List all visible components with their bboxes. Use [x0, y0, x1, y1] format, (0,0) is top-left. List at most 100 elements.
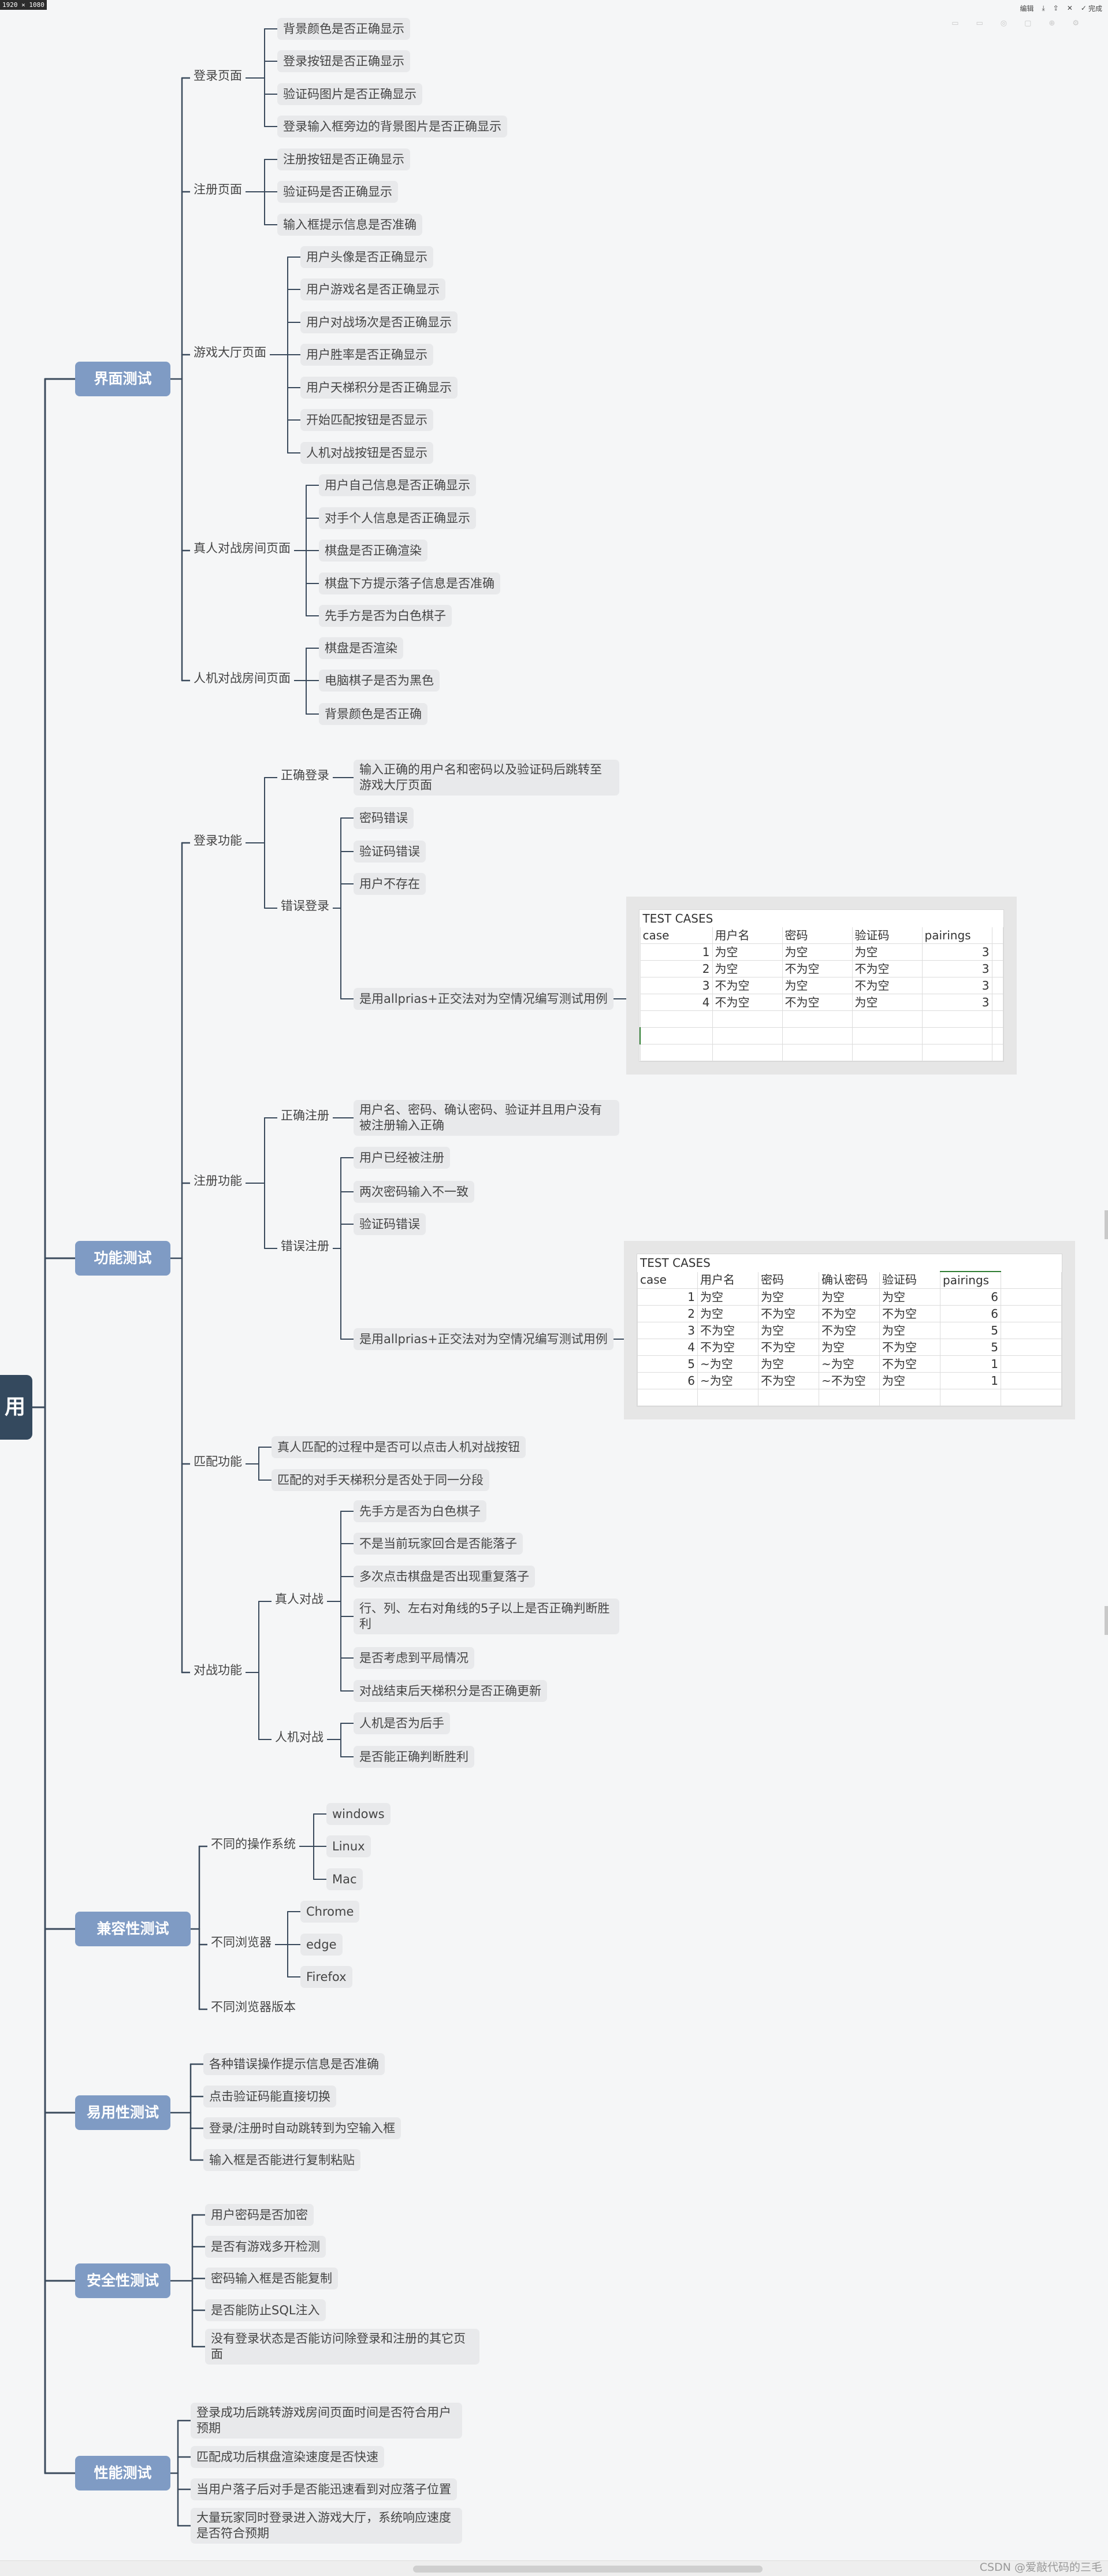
leaf-node[interactable]: 两次密码输入不一致	[354, 1181, 474, 1203]
check-icon: ✓	[1080, 4, 1087, 12]
leaf-node[interactable]: 背景颜色是否正确显示	[277, 18, 410, 40]
register-table-cell: ~为空	[819, 1355, 880, 1373]
leaf-node[interactable]: 当用户落子后对手是否能迅速看到对应落子位置	[191, 2478, 457, 2500]
leaf-node[interactable]: 用户自己信息是否正确显示	[319, 474, 476, 496]
subtopic-node[interactable]: 登录页面	[190, 67, 246, 84]
leaf-node[interactable]: 是否能防止SQL注入	[205, 2299, 326, 2321]
leaf-node[interactable]: 背景颜色是否正确	[319, 703, 427, 725]
leaf-node[interactable]: 密码输入框是否能复制	[205, 2268, 338, 2289]
leaf-node[interactable]: 真人匹配的过程中是否可以点击人机对战按钮	[272, 1436, 526, 1458]
login-empty-row	[639, 1044, 1003, 1061]
leaf-node[interactable]: 人机对战按钮是否显示	[300, 442, 433, 464]
group-node[interactable]: 正确登录	[277, 767, 333, 784]
leaf-node[interactable]: 验证码错误	[354, 841, 426, 863]
subtopic-node[interactable]: 注册页面	[190, 181, 246, 198]
leaf-node[interactable]: 用户对战场次是否正确显示	[300, 311, 458, 333]
leaf-node[interactable]: Chrome	[300, 1901, 360, 1923]
leaf-node[interactable]: 棋盘是否正确渲染	[319, 540, 427, 562]
leaf-node[interactable]: 用户不存在	[354, 873, 426, 895]
leaf-node[interactable]: 匹配的对手天梯积分是否处于同一分段	[272, 1469, 489, 1491]
register-table-cell: 为空	[879, 1372, 940, 1389]
subtopic-node[interactable]: 不同的操作系统	[207, 1835, 299, 1853]
leaf-node[interactable]: 用户已经被注册	[354, 1147, 450, 1169]
leaf-node[interactable]: 对战结束后天梯积分是否正确更新	[354, 1680, 547, 1702]
share-icon[interactable]: ⇪	[1053, 4, 1059, 12]
subtopic-node[interactable]: 不同浏览器版本	[207, 1998, 299, 2016]
leaf-node[interactable]: 开始匹配按钮是否显示	[300, 409, 433, 431]
leaf-node[interactable]: 多次点击棋盘是否出现重复落子	[354, 1566, 535, 1588]
category-node[interactable]: 易用性测试	[75, 2095, 170, 2130]
subtopic-node[interactable]: 登录功能	[190, 832, 246, 849]
subtopic-node[interactable]: 匹配功能	[190, 1453, 246, 1470]
close-icon[interactable]: ✕	[1066, 4, 1073, 12]
category-node[interactable]: 安全性测试	[75, 2263, 170, 2298]
group-node[interactable]: 错误注册	[277, 1237, 333, 1255]
leaf-node[interactable]: 注册按钮是否正确显示	[277, 148, 410, 170]
leaf-node[interactable]: 验证码图片是否正确显示	[277, 83, 422, 105]
leaf-node[interactable]: 棋盘下方提示落子信息是否准确	[319, 573, 500, 594]
leaf-node[interactable]: 先手方是否为白色棋子	[319, 605, 452, 627]
subtopic-node[interactable]: 不同浏览器	[207, 1934, 275, 1951]
category-node[interactable]: 界面测试	[75, 362, 170, 396]
leaf-node[interactable]: 用户游戏名是否正确显示	[300, 278, 445, 300]
leaf-node[interactable]: 验证码是否正确显示	[277, 181, 398, 203]
leaf-node[interactable]: Firefox	[300, 1966, 352, 1988]
leaf-node[interactable]: windows	[326, 1803, 391, 1825]
leaf-node[interactable]: 密码错误	[354, 807, 414, 829]
group-node[interactable]: 真人对战	[272, 1590, 327, 1608]
category-node[interactable]: 性能测试	[75, 2456, 170, 2490]
leaf-node[interactable]: 输入框提示信息是否准确	[277, 214, 422, 236]
leaf-node[interactable]: 登录/注册时自动跳转到为空输入框	[203, 2117, 401, 2139]
subtopic-node[interactable]: 游戏大厅页面	[190, 344, 270, 361]
leaf-node[interactable]: 登录按钮是否正确显示	[277, 50, 410, 72]
horizontal-scrollbar[interactable]	[413, 2566, 763, 2573]
download-icon[interactable]: ⤓	[1042, 3, 1045, 12]
register-table-cell: 不为空	[758, 1372, 819, 1389]
leaf-node[interactable]: 先手方是否为白色棋子	[354, 1500, 486, 1522]
leaf-node[interactable]: 棋盘是否渲染	[319, 637, 403, 659]
leaf-node[interactable]: 输入正确的用户名和密码以及验证码后跳转至游戏大厅页面	[354, 760, 619, 796]
group-node[interactable]: 正确注册	[277, 1107, 333, 1124]
leaf-node[interactable]: 点击验证码能直接切换	[203, 2086, 336, 2107]
leaf-node[interactable]: 是否考虑到平局情况	[354, 1647, 474, 1669]
leaf-node[interactable]: 对手个人信息是否正确显示	[319, 507, 476, 529]
leaf-node[interactable]: 验证码错误	[354, 1213, 426, 1235]
register-table-cell: 1	[637, 1288, 698, 1306]
subtopic-node[interactable]: 人机对战房间页面	[190, 670, 294, 687]
leaf-node[interactable]: 是否能正确判断胜利	[354, 1746, 474, 1768]
subtopic-node[interactable]: 对战功能	[190, 1661, 246, 1679]
subtopic-node[interactable]: 真人对战房间页面	[190, 540, 294, 557]
leaf-node[interactable]: 匹配成功后棋盘渲染速度是否快速	[191, 2446, 384, 2468]
category-node[interactable]: 功能测试	[75, 1241, 170, 1276]
leaf-node[interactable]: edge	[300, 1934, 343, 1956]
leaf-node[interactable]: 大量玩家同时登录进入游戏大厅，系统响应速度是否符合预期	[191, 2508, 462, 2544]
category-node[interactable]: 兼容性测试	[75, 1912, 191, 1946]
leaf-node[interactable]: 用户胜率是否正确显示	[300, 344, 433, 366]
leaf-node[interactable]: 各种错误操作提示信息是否准确	[203, 2053, 385, 2075]
leaf-node[interactable]: 用户名、密码、确认密码、验证并且用户没有被注册输入正确	[354, 1100, 619, 1136]
pairwise-leaf-node[interactable]: 是用allprias+正交法对为空情况编写测试用例	[354, 988, 614, 1010]
done-button[interactable]: ✓完成	[1081, 3, 1102, 13]
leaf-node[interactable]: Linux	[326, 1835, 371, 1857]
pairwise-leaf-node[interactable]: 是用allprias+正交法对为空情况编写测试用例	[354, 1328, 614, 1350]
register-table-cell: 5	[940, 1339, 1001, 1356]
leaf-node[interactable]: 不是当前玩家回合是否能落子	[354, 1533, 523, 1555]
leaf-node[interactable]: 用户头像是否正确显示	[300, 246, 433, 268]
leaf-node[interactable]: 用户密码是否加密	[205, 2204, 314, 2226]
leaf-node[interactable]: 电脑棋子是否为黑色	[319, 670, 440, 692]
leaf-node[interactable]: 行、列、左右对角线的5子以上是否正确判断胜利	[354, 1599, 619, 1634]
leaf-node[interactable]: 没有登录状态是否能访问除登录和注册的其它页面	[205, 2329, 479, 2365]
leaf-node[interactable]: 登录输入框旁边的背景图片是否正确显示	[277, 116, 507, 137]
leaf-node[interactable]: 登录成功后跳转游戏房间页面时间是否符合用户预期	[191, 2403, 462, 2439]
register-table-cell: 为空	[879, 1322, 940, 1339]
leaf-node[interactable]: 输入框是否能进行复制粘贴	[203, 2149, 360, 2171]
leaf-node[interactable]: 人机是否为后手	[354, 1712, 450, 1734]
subtopic-node[interactable]: 注册功能	[190, 1172, 246, 1190]
group-node[interactable]: 错误登录	[277, 897, 333, 915]
edit-button[interactable]: 编辑	[1020, 3, 1033, 13]
group-node[interactable]: 人机对战	[272, 1729, 327, 1746]
leaf-node[interactable]: 用户天梯积分是否正确显示	[300, 377, 458, 399]
leaf-node[interactable]: Mac	[326, 1868, 363, 1890]
leaf-node[interactable]: 是否有游戏多开检测	[205, 2236, 326, 2258]
